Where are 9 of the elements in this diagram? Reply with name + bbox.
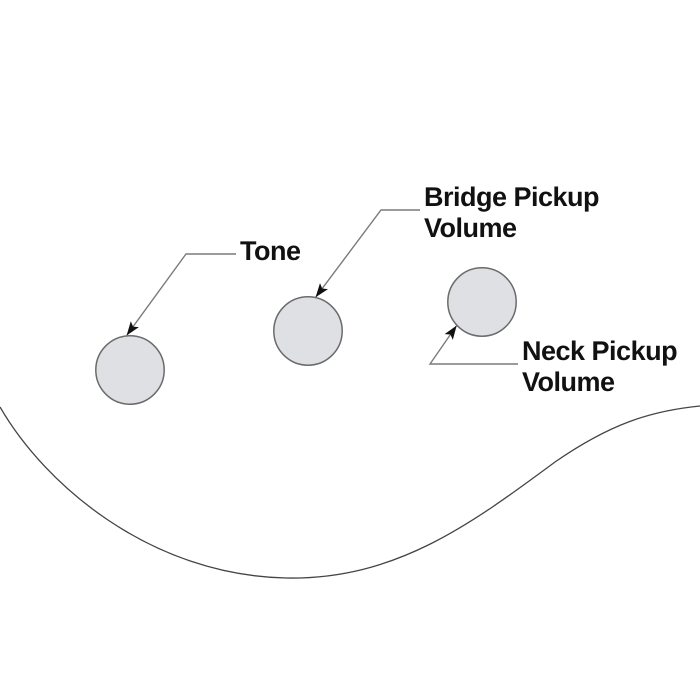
control-knob xyxy=(273,296,343,366)
control-knob xyxy=(95,335,165,405)
callout-label: Tone xyxy=(240,236,360,267)
leader-arrow xyxy=(126,253,236,336)
callout-label: Neck Pickup Volume xyxy=(522,336,700,398)
leader-arrow xyxy=(428,326,518,365)
callout-label: Bridge Pickup Volume xyxy=(424,182,639,244)
leader-arrow xyxy=(315,209,420,298)
control-knob xyxy=(447,267,517,337)
